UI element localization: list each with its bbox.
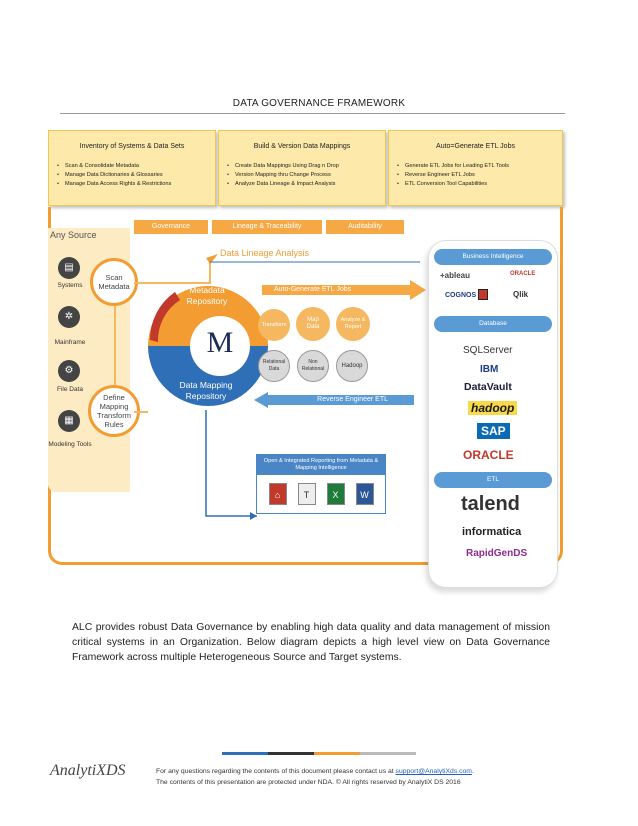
- etl-label: ETL: [434, 472, 552, 488]
- cognos-logo: COGNOS: [445, 292, 477, 299]
- tableau-logo: +ableau: [440, 271, 471, 280]
- datavault-logo: DataVault: [464, 381, 512, 393]
- title-divider: [60, 113, 565, 114]
- box-heading: Inventory of Systems & Data Sets: [79, 143, 185, 150]
- mappings-box: Build & Version Data Mappings Create Dat…: [218, 130, 386, 206]
- rapidgends-logo: RapidGenDS: [466, 548, 528, 559]
- hub-logo: M: [206, 326, 234, 359]
- bi-label: Business Intelligence: [434, 249, 552, 265]
- server-icon: ▤: [58, 257, 80, 279]
- hadoop-circle: Hadoop: [336, 350, 368, 382]
- non-relational-circle: Non Relational: [297, 350, 329, 382]
- map-data-circle: Map Data: [296, 307, 330, 341]
- define-mapping-bubble: Define Mapping Transform Rules: [88, 385, 140, 437]
- informatica-logo: informatica: [462, 526, 522, 538]
- reporting-box: Open & Integrated Reporting from Metadat…: [256, 454, 386, 514]
- footer-line2: The contents of this presentation are pr…: [156, 779, 461, 786]
- box-heading: Build & Version Data Mappings: [253, 143, 351, 150]
- database-label: Database: [434, 316, 552, 332]
- analyze-circle: Analyze & Report: [336, 307, 370, 341]
- auto-generate-arrow: Auto-Generate ETL Jobs: [262, 285, 412, 295]
- reporting-heading: Open & Integrated Reporting from Metadat…: [257, 455, 385, 475]
- word-icon: W: [355, 483, 374, 505]
- text-file-icon: T: [297, 483, 316, 505]
- gear-icon: ⚙: [58, 360, 80, 382]
- oracle-db-logo: ORACLE: [463, 448, 514, 462]
- qlik-logo: Qlik: [513, 290, 529, 299]
- chevron-governance: Governance: [134, 220, 208, 234]
- cognos-square-icon: [478, 289, 488, 300]
- footer-line1-prefix: For any questions regarding the contents…: [156, 768, 396, 775]
- any-source-label: Any Source: [50, 230, 97, 240]
- box-item: Analyze Data Lineage & Impact Analysis: [227, 180, 377, 189]
- excel-icon: X: [326, 483, 345, 505]
- transform-circle: Transform: [258, 309, 290, 341]
- relational-circle: Relational Data: [258, 350, 290, 382]
- page-title: DATA GOVERNANCE FRAMEWORK: [232, 98, 406, 109]
- brand-logo: AnalytiXDS: [50, 762, 126, 779]
- footer-bar-gray: [360, 752, 416, 755]
- arrow-left-icon: [254, 392, 268, 408]
- chevron-lineage: Lineage & Traceability: [212, 220, 322, 234]
- sqlserver-logo: SQLServer: [463, 345, 513, 356]
- box-item: Scan & Consolidate Metadata: [57, 162, 207, 171]
- arrow-right-icon: [410, 280, 426, 300]
- mapping-repo-label: Data Mapping Repository: [179, 380, 233, 401]
- footer-bar-dark: [268, 752, 314, 755]
- box-item: Version Mapping thru Change Process: [227, 171, 377, 180]
- source-label: File Data: [56, 386, 83, 393]
- lineage-label: Data Lineage Analysis: [220, 248, 310, 258]
- source-label: Systems: [57, 282, 83, 289]
- box-item: Generate ETL Jobs for Leading ETL Tools: [397, 162, 554, 171]
- footer-line1-suffix: .: [471, 768, 474, 775]
- footer-bar-orange: [314, 752, 360, 755]
- oracle-bi-logo: ORACLE: [510, 271, 536, 277]
- talend-logo: talend: [461, 493, 520, 515]
- reverse-engineer-arrow: Reverse Engineer ETL: [266, 395, 414, 405]
- pdf-icon: ⌂: [268, 483, 287, 505]
- scan-metadata-bubble: Scan Metadata: [90, 258, 138, 306]
- box-heading: Auto=Generate ETL Jobs: [436, 143, 515, 150]
- source-label: Mainframe: [54, 339, 86, 346]
- box-item: Manage Data Dictionaries & Glossaries: [57, 171, 207, 180]
- source-label: Modeling Tools: [48, 441, 92, 448]
- box-item: ETL Conversion Tool Capabilities: [397, 180, 554, 189]
- network-icon: ✲: [58, 306, 80, 328]
- box-item: Create Data Mappings Using Drag n Drop: [227, 162, 377, 171]
- metadata-repo-label: Metadata Repository: [186, 285, 228, 306]
- box-item: Reverse Engineer ETL Jobs: [397, 171, 554, 180]
- support-email-link[interactable]: support@AnalytiXds.com: [395, 768, 472, 775]
- intro-paragraph: ALC provides robust Data Governance by e…: [72, 622, 550, 663]
- inventory-box: Inventory of Systems & Data Sets Scan & …: [48, 130, 216, 206]
- ibm-logo: IBM: [480, 364, 499, 375]
- footer-bar-blue: [222, 752, 268, 755]
- etl-box: Auto=Generate ETL Jobs Generate ETL Jobs…: [388, 130, 563, 206]
- chevron-auditability: Auditability: [326, 220, 404, 234]
- box-item: Manage Data Access Rights & Restrictions: [57, 180, 207, 189]
- database-icon: ▦: [58, 410, 80, 432]
- hadoop-logo: hadoop: [468, 401, 518, 415]
- footer-text: For any questions regarding the contents…: [156, 766, 474, 788]
- sap-logo: SAP: [477, 423, 510, 439]
